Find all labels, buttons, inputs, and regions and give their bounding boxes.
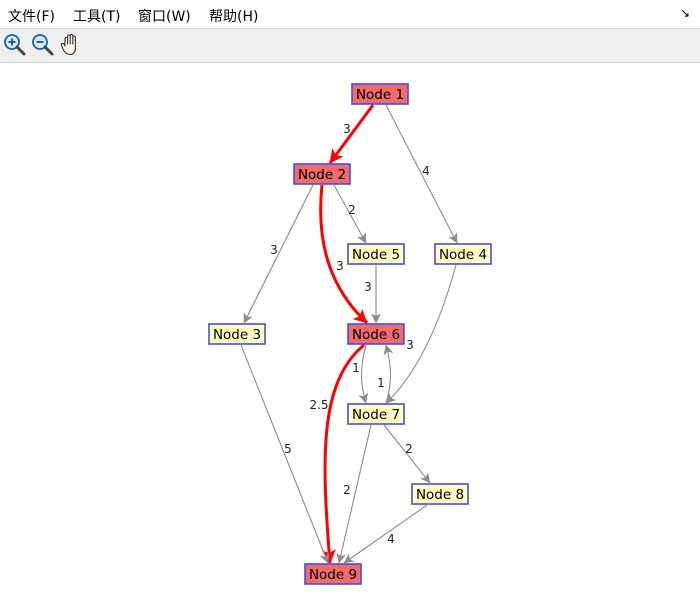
node-label: Node 8 bbox=[416, 487, 464, 503]
edge-n1-n2 bbox=[328, 104, 375, 164]
node-label: Node 5 bbox=[352, 247, 400, 263]
edge-weight-n2-n3: 3 bbox=[270, 243, 278, 257]
edge-n7-n8 bbox=[383, 424, 431, 484]
node-box[interactable] bbox=[347, 323, 405, 345]
graph-node-n1[interactable]: Node 1 bbox=[351, 83, 409, 105]
edge-weight-n1-n2: 3 bbox=[343, 122, 351, 136]
edge-weight-n4-n7: 3 bbox=[406, 338, 414, 352]
node-label: Node 7 bbox=[352, 407, 400, 423]
toolbar bbox=[0, 29, 700, 63]
node-label: Node 4 bbox=[439, 247, 487, 263]
graph-node-n5[interactable]: Node 5 bbox=[347, 243, 405, 265]
node-label: Node 3 bbox=[213, 327, 261, 343]
node-box[interactable] bbox=[434, 243, 492, 265]
graph-node-n9[interactable]: Node 9 bbox=[304, 563, 362, 585]
edge-weight-n7-n9: 2 bbox=[343, 483, 351, 497]
graph-node-n2[interactable]: Node 2 bbox=[293, 163, 351, 185]
node-label: Node 6 bbox=[352, 327, 400, 343]
graph-node-n6[interactable]: Node 6 bbox=[347, 323, 405, 345]
edge-n6-n7 bbox=[358, 344, 369, 404]
edge-weight-n6-n9: 2.5 bbox=[309, 398, 328, 412]
edge-weight-n2-n6: 3 bbox=[336, 259, 344, 273]
graph-node-n7[interactable]: Node 7 bbox=[347, 403, 405, 425]
edge-n4-n7 bbox=[385, 264, 457, 404]
edge-n7-n9 bbox=[336, 424, 372, 564]
node-box[interactable] bbox=[347, 403, 405, 425]
node-box[interactable] bbox=[347, 243, 405, 265]
edge-n2-n5 bbox=[333, 184, 367, 244]
node-box[interactable] bbox=[293, 163, 351, 185]
zoom-in-icon[interactable] bbox=[2, 32, 28, 58]
edge-weight-n7-n8: 2 bbox=[405, 442, 413, 456]
edge-n6-n9 bbox=[321, 343, 365, 564]
node-box[interactable] bbox=[304, 563, 362, 585]
node-label: Node 9 bbox=[309, 567, 357, 583]
edge-weight-n8-n9: 4 bbox=[387, 532, 395, 546]
menu-file[interactable]: 文件(F) bbox=[8, 9, 55, 25]
menu-help[interactable]: 帮助(H) bbox=[209, 9, 259, 25]
edge-weight-n6-n7: 1 bbox=[352, 361, 360, 375]
edge-weight-n7-n6: 1 bbox=[377, 376, 385, 390]
edge-n8-n9 bbox=[343, 504, 428, 564]
nodes: Node 1 Node 2 Node 3 Node 4 Node 5 Node 6 Node… bbox=[208, 83, 492, 585]
graph-node-n4[interactable]: Node 4 bbox=[434, 243, 492, 265]
graph-node-n3[interactable]: Node 3 bbox=[208, 323, 266, 345]
node-box[interactable] bbox=[411, 483, 469, 505]
restore-arrow-icon[interactable]: ↘ bbox=[679, 6, 690, 20]
edge-n2-n6 bbox=[319, 184, 369, 325]
edge-n7-n6 bbox=[383, 344, 394, 404]
node-label: Node 2 bbox=[298, 167, 346, 183]
menu-window[interactable]: 窗口(W) bbox=[138, 9, 191, 25]
edge-weight-n5-n6: 3 bbox=[364, 280, 372, 294]
edge-n2-n3 bbox=[243, 184, 314, 324]
menu-tools[interactable]: 工具(T) bbox=[73, 9, 121, 25]
edge-weight-n3-n9: 5 bbox=[284, 442, 292, 456]
node-box[interactable] bbox=[208, 323, 266, 345]
node-box[interactable] bbox=[351, 83, 409, 105]
node-label: Node 1 bbox=[356, 87, 404, 103]
edge-weight-n1-n4: 4 bbox=[422, 164, 430, 178]
menu-bar: 文件(F) 工具(T) 窗口(W) 帮助(H) ↘ bbox=[0, 0, 700, 29]
edge-weight-n2-n5: 2 bbox=[348, 203, 356, 217]
hand-pan-icon[interactable] bbox=[58, 32, 84, 58]
edge-n1-n4 bbox=[385, 104, 458, 244]
zoom-out-icon[interactable] bbox=[30, 32, 56, 58]
edge-n3-n9 bbox=[240, 344, 330, 564]
graph-node-n8[interactable]: Node 8 bbox=[411, 483, 469, 505]
edges: 3 4 2 3 3 3 3 1 1 2.5 5 2 2 4 bbox=[240, 104, 458, 564]
